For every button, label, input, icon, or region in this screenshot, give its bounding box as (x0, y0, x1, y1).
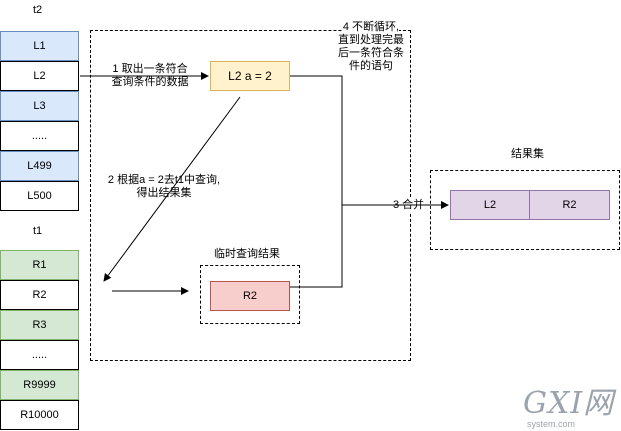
t1-row-r3: R3 (0, 310, 79, 340)
watermark-domain: system.com (527, 419, 576, 429)
watermark: GXI网 system.com (523, 386, 619, 430)
table-t2-title: t2 (33, 4, 43, 16)
step1-label: 1 取出一条符合 查询条件的数据 (100, 63, 200, 89)
t2-row-l2: L2 (0, 61, 79, 91)
step4-line2: 直到处理完最 (338, 34, 404, 46)
result-right-cell: R2 (529, 190, 610, 220)
t2-row-l499: L499 (0, 151, 79, 181)
temp-result-container (200, 265, 300, 324)
result-set-container (430, 170, 620, 250)
t1-row-r9999: R9999 (0, 370, 79, 400)
process-container (90, 30, 411, 361)
step2-line1: 2 根据a = 2去t1中查询, (107, 174, 221, 186)
t2-row-l500: L500 (0, 181, 79, 211)
arrow-step2 (103, 96, 241, 282)
step4-line1: 4 不断循环, (342, 21, 400, 34)
result-left-cell: L2 (450, 190, 530, 220)
temp-result-box: R2 (210, 281, 290, 311)
step2-label: 2 根据a = 2去t1中查询, 得出结果集 (96, 174, 232, 200)
step1-line1: 1 取出一条符合 (112, 63, 188, 75)
t1-row-r1: R1 (0, 250, 79, 280)
step4-label: 4 不断循环, 直到处理完最 后一条符合条 件的语句 (326, 21, 416, 73)
arrow-step4-loop (290, 75, 343, 205)
current-row-box: L2 a = 2 (210, 61, 290, 91)
t2-row-l1: L1 (0, 31, 79, 61)
t2-row-ellipsis: ..... (0, 121, 79, 151)
step4-line4: 件的语句 (349, 60, 393, 72)
table-t1-title: t1 (33, 225, 43, 237)
t1-row-r2: R2 (0, 280, 79, 310)
step4-line3: 后一条符合条 (338, 47, 404, 59)
t1-row-r10000: R10000 (0, 400, 79, 430)
temp-result-title: 临时查询结果 (214, 248, 280, 260)
t1-row-ellipsis: ..... (0, 340, 79, 370)
step2-line2: 得出结果集 (136, 187, 192, 199)
step1-line2: 查询条件的数据 (111, 76, 189, 88)
result-set-title: 结果集 (511, 148, 544, 160)
connector-temp-to-merge (290, 205, 343, 288)
watermark-logo: GXI网 (523, 386, 615, 421)
t2-row-l3: L3 (0, 91, 79, 121)
